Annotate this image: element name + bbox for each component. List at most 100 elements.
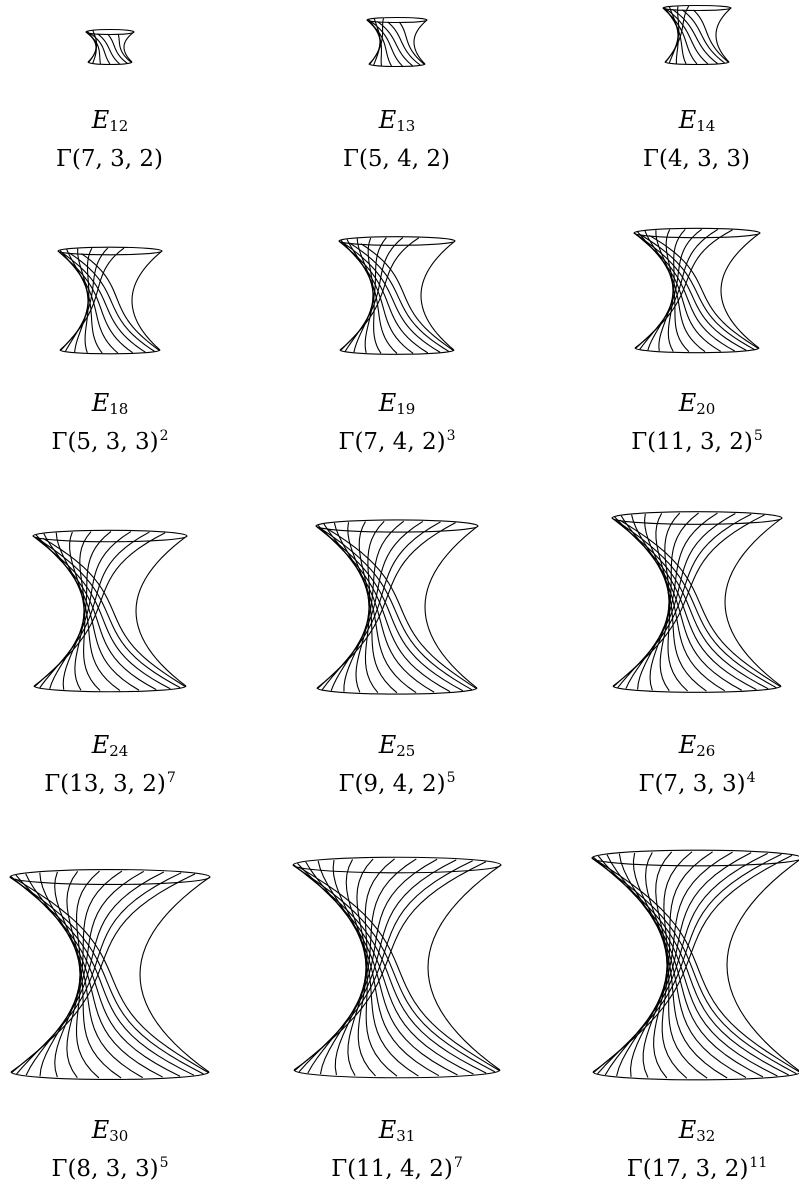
bottom-rim	[592, 1071, 799, 1081]
ruling-line	[613, 518, 777, 689]
ruling-line	[34, 532, 166, 688]
ruling-line	[658, 228, 686, 352]
silhouette-edge	[9, 876, 81, 1073]
ruling-line	[637, 512, 718, 690]
surface-index: 30	[109, 1127, 129, 1145]
ruling-line	[117, 33, 132, 63]
ruling-line	[639, 234, 755, 350]
silhouette-edge	[427, 864, 502, 1071]
silhouette-edge	[366, 19, 381, 65]
ruling-line	[97, 33, 120, 65]
ruling-line	[107, 33, 128, 64]
silhouette-edge	[724, 517, 783, 687]
group-label: Γ(9, 4, 2)	[338, 771, 446, 797]
ruling-line	[59, 249, 119, 354]
group-label: Γ(11, 3, 2)	[631, 429, 753, 455]
ruling-line	[665, 229, 674, 352]
silhouette-edge	[292, 864, 367, 1071]
bottom-rim	[339, 349, 455, 355]
ruling-line	[42, 537, 186, 688]
ruling-line	[672, 8, 718, 64]
caption: E32 Γ(17, 3, 2)11	[597, 1117, 797, 1183]
ruling-line	[644, 513, 707, 692]
silhouette-edge	[420, 240, 456, 351]
ruling-line	[616, 852, 752, 1077]
surface-index: 25	[396, 742, 416, 760]
ruling-line	[593, 854, 793, 1074]
caption: E18 Γ(5, 3, 3)2	[10, 390, 210, 456]
ruling-line	[80, 253, 160, 351]
ruling-line	[642, 851, 713, 1078]
group-power: 7	[166, 770, 176, 786]
surface-index: 13	[396, 117, 416, 135]
ruling-line	[298, 866, 500, 1072]
silhouette-edge	[131, 250, 163, 351]
ruling-line	[637, 231, 722, 352]
ruling-line	[293, 864, 487, 1074]
ruling-line	[648, 234, 759, 349]
ruling-line	[66, 871, 100, 1079]
ruling-line	[85, 31, 101, 64]
ruling-line	[32, 535, 171, 690]
ruling-line	[334, 858, 417, 1076]
group-power: 7	[453, 1155, 463, 1171]
ruling-line	[25, 873, 163, 1078]
group-label: Γ(13, 3, 2)	[44, 771, 166, 797]
ruling-line	[55, 532, 121, 691]
group-label: Γ(4, 3, 3)	[642, 146, 751, 172]
ruling-line	[347, 858, 395, 1076]
ruling-line	[644, 230, 706, 353]
ruling-line	[39, 872, 143, 1079]
silhouette-edge	[633, 232, 674, 349]
surface-index: 18	[109, 400, 129, 418]
top-rim	[591, 849, 799, 867]
surface-index: 20	[696, 400, 716, 418]
hyperboloid-wireframe	[315, 519, 479, 695]
ruling-line	[693, 9, 729, 63]
caption: E31 Γ(11, 4, 2)7	[297, 1117, 497, 1183]
bottom-rim	[59, 349, 161, 355]
hyperboloid-wireframe	[85, 28, 135, 66]
ruling-line	[618, 853, 747, 1079]
ruling-line	[317, 524, 451, 693]
ruling-line	[62, 530, 112, 690]
ruling-line	[10, 875, 195, 1076]
surface-name: E	[91, 731, 110, 759]
surface-index: 14	[696, 117, 716, 135]
group-label: Γ(8, 3, 3)	[51, 1156, 159, 1182]
ruling-line	[655, 230, 690, 353]
surface-name: E	[378, 106, 397, 134]
ruling-line	[662, 7, 698, 65]
silhouette-edge	[662, 7, 679, 63]
top-rim	[611, 511, 783, 525]
ruling-line	[613, 514, 765, 687]
ruling-line	[57, 250, 134, 354]
ruling-line	[366, 19, 393, 67]
caption: E14 Γ(4, 3, 3)	[597, 107, 797, 173]
silhouette-edge	[726, 859, 799, 1072]
ruling-line	[353, 237, 387, 353]
caption: E26 Γ(7, 3, 3)4	[597, 732, 797, 798]
ruling-line	[54, 870, 123, 1078]
hyperboloid-wireframe	[611, 511, 783, 693]
group-label: Γ(7, 4, 2)	[338, 429, 446, 455]
ruling-line	[39, 870, 144, 1077]
top-rim	[57, 246, 163, 256]
surface-index: 26	[696, 742, 716, 760]
caption: E20 Γ(11, 3, 2)5	[597, 390, 797, 456]
surface-name: E	[378, 731, 397, 759]
ruling-line	[333, 522, 417, 694]
caption: E25 Γ(9, 4, 2)5	[297, 732, 497, 798]
ruling-line	[60, 251, 146, 353]
hyperboloid-wireframe	[32, 529, 188, 693]
surface-name: E	[678, 389, 697, 417]
ruling-line	[294, 861, 487, 1072]
hyperboloid-wireframe	[292, 856, 502, 1079]
ruling-line	[11, 873, 196, 1074]
ruling-line	[317, 522, 456, 689]
group-power: 2	[159, 428, 169, 444]
ruling-line	[49, 531, 132, 689]
ruling-line	[35, 536, 181, 689]
surface-name: E	[378, 389, 397, 417]
group-label: Γ(17, 3, 2)	[626, 1156, 749, 1182]
